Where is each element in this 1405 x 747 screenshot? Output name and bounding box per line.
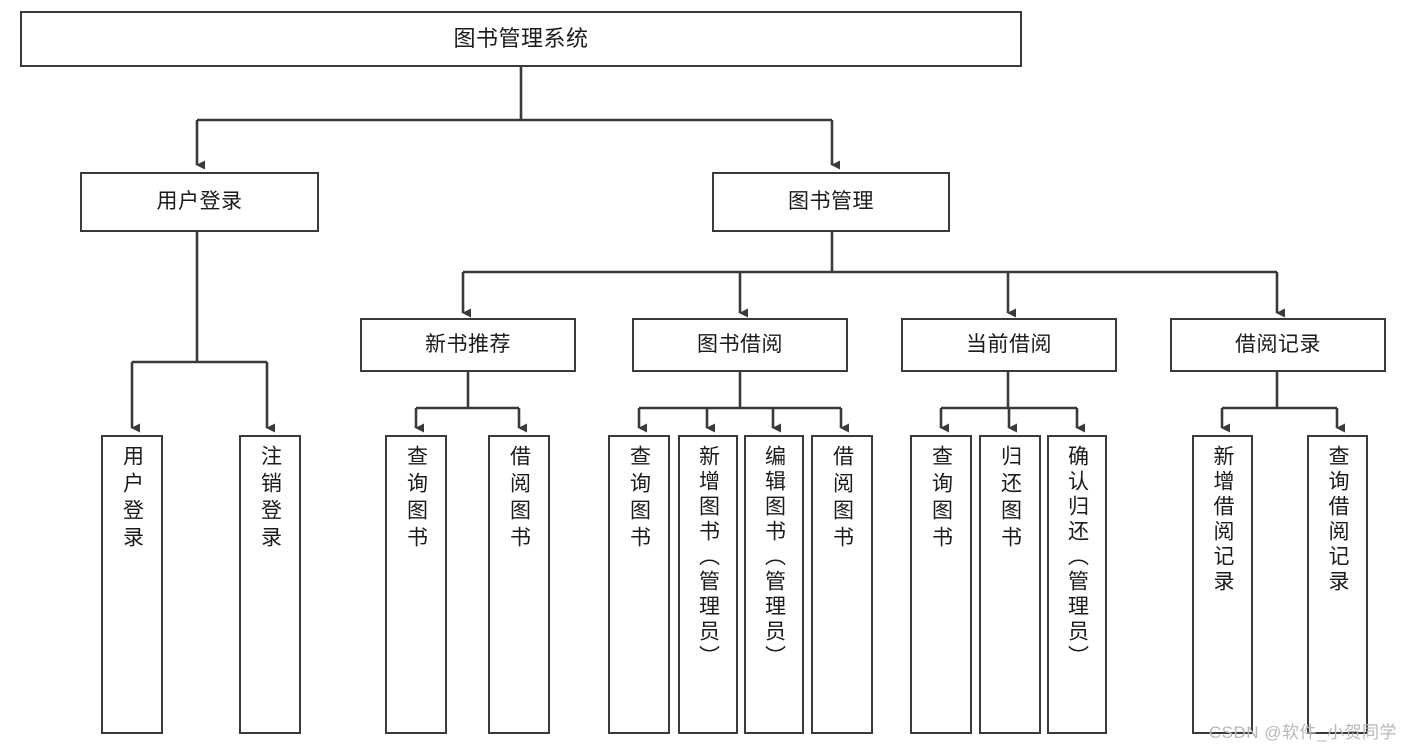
leaf-borrow-book-1-label: 借阅图书 bbox=[507, 445, 531, 553]
leaf-return-book[interactable]: 归还图书 bbox=[979, 435, 1041, 734]
leaf-edit-book[interactable]: 编辑图书（管理员） bbox=[744, 435, 804, 734]
leaf-add-record[interactable]: 新增借阅记录 bbox=[1192, 435, 1253, 734]
leaf-borrow-book-1[interactable]: 借阅图书 bbox=[488, 435, 550, 734]
leaf-logout-login[interactable]: 注销登录 bbox=[239, 435, 301, 734]
leaf-query-record[interactable]: 查询借阅记录 bbox=[1307, 435, 1368, 734]
leaf-borrow-book-2[interactable]: 借阅图书 bbox=[811, 435, 873, 734]
leaf-user-login[interactable]: 用户登录 bbox=[101, 435, 163, 734]
csdn-watermark: CSDN @软件_小贺同学 bbox=[1208, 723, 1397, 742]
leaf-query-book-2[interactable]: 查询图书 bbox=[608, 435, 670, 734]
leaf-add-book-label: 新增图书（管理员） bbox=[696, 445, 720, 670]
node-book-borrow-label: 图书借阅 bbox=[697, 333, 783, 357]
node-book-manage[interactable]: 图书管理 bbox=[712, 172, 950, 232]
leaf-query-book-3[interactable]: 查询图书 bbox=[910, 435, 972, 734]
leaf-user-login-label: 用户登录 bbox=[120, 445, 144, 553]
node-root[interactable]: 图书管理系统 bbox=[20, 11, 1022, 67]
node-user-login-label: 用户登录 bbox=[156, 190, 243, 214]
leaf-logout-login-label: 注销登录 bbox=[258, 445, 282, 553]
node-new-book-recommend[interactable]: 新书推荐 bbox=[360, 318, 576, 372]
leaf-query-record-label: 查询借阅记录 bbox=[1326, 445, 1349, 595]
node-book-borrow[interactable]: 图书借阅 bbox=[632, 318, 848, 372]
leaf-add-book[interactable]: 新增图书（管理员） bbox=[678, 435, 738, 734]
leaf-borrow-book-2-label: 借阅图书 bbox=[830, 445, 854, 553]
leaf-add-record-label: 新增借阅记录 bbox=[1211, 445, 1234, 595]
leaf-edit-book-label: 编辑图书（管理员） bbox=[762, 445, 786, 670]
node-new-book-recommend-label: 新书推荐 bbox=[425, 333, 511, 357]
leaf-query-book-3-label: 查询图书 bbox=[929, 445, 953, 553]
node-borrow-record-label: 借阅记录 bbox=[1235, 333, 1321, 357]
node-book-manage-label: 图书管理 bbox=[788, 190, 874, 214]
leaf-query-book-2-label: 查询图书 bbox=[627, 445, 651, 553]
leaf-confirm-return-label: 确认归还（管理员） bbox=[1065, 445, 1089, 670]
leaf-confirm-return[interactable]: 确认归还（管理员） bbox=[1047, 435, 1107, 734]
leaf-query-book-1[interactable]: 查询图书 bbox=[385, 435, 447, 734]
node-user-login[interactable]: 用户登录 bbox=[80, 172, 319, 232]
node-root-label: 图书管理系统 bbox=[453, 25, 589, 51]
leaf-return-book-label: 归还图书 bbox=[998, 445, 1022, 553]
node-current-borrow-label: 当前借阅 bbox=[966, 333, 1052, 357]
node-current-borrow[interactable]: 当前借阅 bbox=[901, 318, 1117, 372]
node-borrow-record[interactable]: 借阅记录 bbox=[1170, 318, 1386, 372]
leaf-query-book-1-label: 查询图书 bbox=[404, 445, 428, 553]
